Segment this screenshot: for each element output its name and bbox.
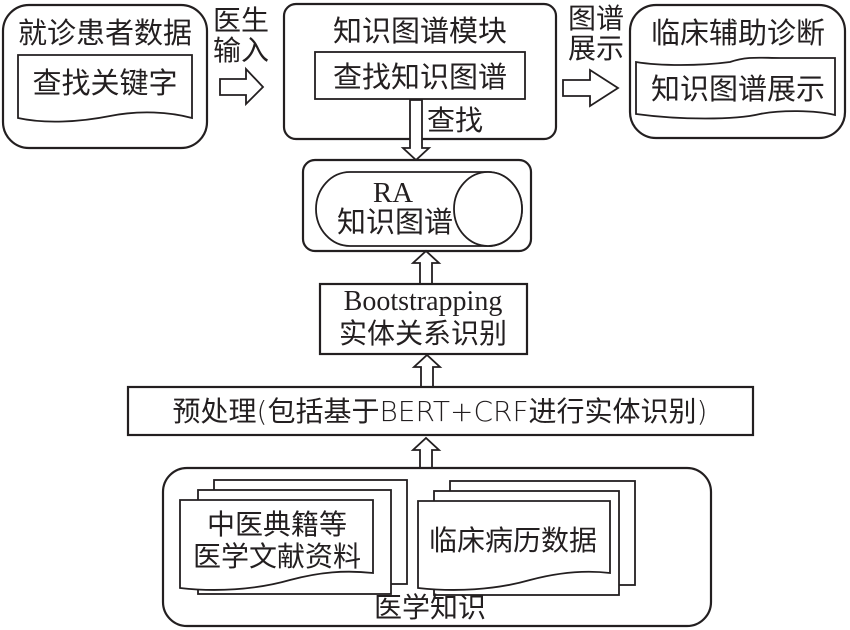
document-sheet-front: [179, 499, 374, 591]
search-kg-box: [314, 51, 526, 100]
bootstrapping-label: Bootstrapping: [344, 286, 503, 317]
tcm-documents-stack: 中医典籍等 医学文献资料: [179, 479, 408, 595]
medical-knowledge-label: 医学知识: [374, 591, 486, 624]
kg-label: 知识图谱: [337, 205, 453, 239]
search-kg-label: 查找知识图谱: [333, 60, 507, 94]
right-arrow-icon: [219, 66, 265, 107]
doctor-input-label-line2: 输入: [213, 34, 269, 67]
up-arrow-icon: [410, 436, 442, 469]
bootstrapping-container: [318, 282, 529, 356]
up-arrow-icon: [411, 353, 443, 388]
patient-data-title: 就诊患者数据: [18, 16, 192, 50]
doctor-input-label-line1: 医生: [213, 4, 269, 37]
patient-data-box: 就诊患者数据 查找关键字: [1, 3, 209, 150]
preprocess-container: [126, 385, 755, 437]
clinical-records-label: 临床病历数据: [429, 524, 597, 557]
up-arrow-icon: [410, 249, 442, 285]
entity-relation-label: 实体关系识别: [339, 317, 507, 350]
kg-display-label-line2: 展示: [568, 32, 624, 65]
preprocess-box: 预处理(包括基于BERT+CRF进行实体识别): [126, 385, 755, 437]
search-label: 查找: [427, 104, 483, 137]
medical-knowledge-box: 中医典籍等 医学文献资料 临床病历数据 医学知识: [161, 466, 713, 628]
cylinder-end: [453, 171, 523, 247]
bootstrapping-box: Bootstrapping 实体关系识别: [318, 282, 529, 356]
clinical-records-stack: 临床病历数据: [417, 480, 636, 596]
keyword-document-shape: [17, 54, 193, 123]
tcm-docs-label-line2: 医学文献资料: [193, 540, 361, 573]
right-arrow-icon: [562, 68, 620, 108]
kg-display-label-line1: 图谱: [568, 2, 624, 35]
tcm-docs-label-line1: 中医典籍等: [207, 508, 347, 541]
clinical-diagnosis-box: 临床辅助诊断 知识图谱展示: [628, 3, 847, 140]
kg-display-connector: 图谱 展示: [562, 2, 624, 108]
ra-knowledge-graph: RA 知识图谱: [301, 158, 533, 253]
preprocess-label: 预处理(包括基于BERT+CRF进行实体识别): [173, 395, 708, 428]
ra-label: RA: [373, 177, 413, 209]
kg-display-document-shape: [635, 56, 836, 120]
document-sheet-front: [417, 500, 611, 591]
down-arrow-icon: [400, 99, 432, 162]
kg-display-label: 知识图谱展示: [651, 72, 825, 106]
keyword-search-label: 查找关键字: [32, 66, 177, 100]
kg-module-title: 知识图谱模块: [333, 14, 507, 48]
knowledge-graph-module: 知识图谱模块 查找知识图谱 查找: [282, 2, 558, 141]
clinical-diagnosis-title: 临床辅助诊断: [651, 16, 825, 50]
doctor-input-connector: 医生 输入: [213, 4, 269, 107]
